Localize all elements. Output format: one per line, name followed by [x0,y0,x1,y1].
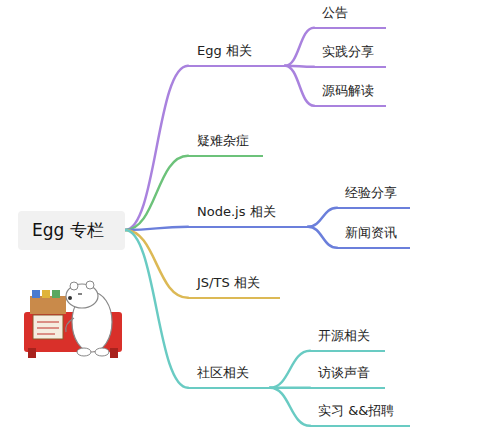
root-topic: Egg 专栏 [18,211,125,250]
topic-label: 实习 &&招聘 [318,402,402,420]
topic-node: Node.js 相关 [188,203,308,228]
topic-node: Egg 相关 [188,42,285,67]
topic-label: Egg 相关 [197,42,277,60]
bear-foot [77,348,91,356]
branch-connector [125,230,188,298]
branch-connector [308,208,337,227]
topic-label: 开源相关 [318,327,377,345]
book-stack [30,296,66,314]
branch-connector [125,156,188,230]
topic-node: 源码解读 [314,82,386,107]
branch-connector [270,351,310,388]
topic-label: 访谈声音 [318,364,377,382]
bear-ear [70,282,78,290]
sign [33,315,63,339]
branch-connector [270,388,310,426]
topic-label: 新闻资讯 [345,224,402,242]
bear-ear [86,281,94,289]
branch-connector [125,227,188,230]
branch-connector [285,28,314,66]
bear-foot [95,348,109,356]
topic-label: 经验分享 [345,184,402,202]
topic-node: 开源相关 [310,327,385,352]
topic-node: 疑难杂症 [188,132,263,157]
sign-scribble [37,334,55,335]
topic-label: 社区相关 [197,364,262,382]
bench-leg [110,348,118,358]
branch-connector [308,227,337,248]
topic-label: 实践分享 [322,43,378,61]
topic-node: 实习 &&招聘 [310,402,410,427]
topic-node: 经验分享 [337,184,410,209]
sign-scribble [37,322,59,323]
bear-nose [68,296,72,300]
book [42,290,50,298]
bear-eye [78,293,82,294]
topic-node: 新闻资讯 [337,224,410,249]
topic-node: 实践分享 [314,43,386,68]
topic-node: 社区相关 [188,364,270,389]
bench-leg [28,348,36,358]
branch-connector [125,66,188,230]
topic-label: JS/TS 相关 [197,274,272,292]
topic-label: Node.js 相关 [197,203,300,221]
sign-scribble [37,328,59,329]
branch-connector [285,66,314,106]
topic-label: 疑难杂症 [197,132,255,150]
topic-label: 公告 [322,4,378,22]
topic-node: JS/TS 相关 [188,274,280,299]
branch-connector [125,230,188,388]
topic-node: 公告 [314,4,386,29]
book [32,290,40,298]
bear-arm [66,318,74,332]
topic-label: Egg 专栏 [32,219,111,242]
topic-label: 源码解读 [322,82,378,100]
book [52,290,60,298]
topic-node: 访谈声音 [310,364,385,389]
